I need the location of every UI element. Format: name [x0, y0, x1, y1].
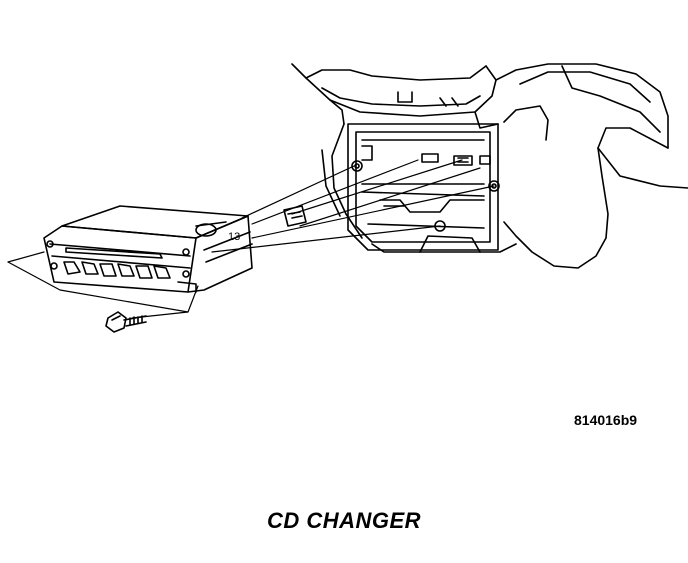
callout-label: 13	[228, 231, 240, 243]
instrument-panel	[291, 63, 688, 269]
cd-changer-unit	[43, 205, 253, 293]
wiring-connector	[283, 205, 307, 227]
figure-code: 814016b9	[574, 412, 638, 428]
mounting-screw	[105, 311, 147, 333]
figure-caption: CD CHANGER	[266, 508, 422, 533]
installation-guide-lines	[7, 159, 495, 319]
